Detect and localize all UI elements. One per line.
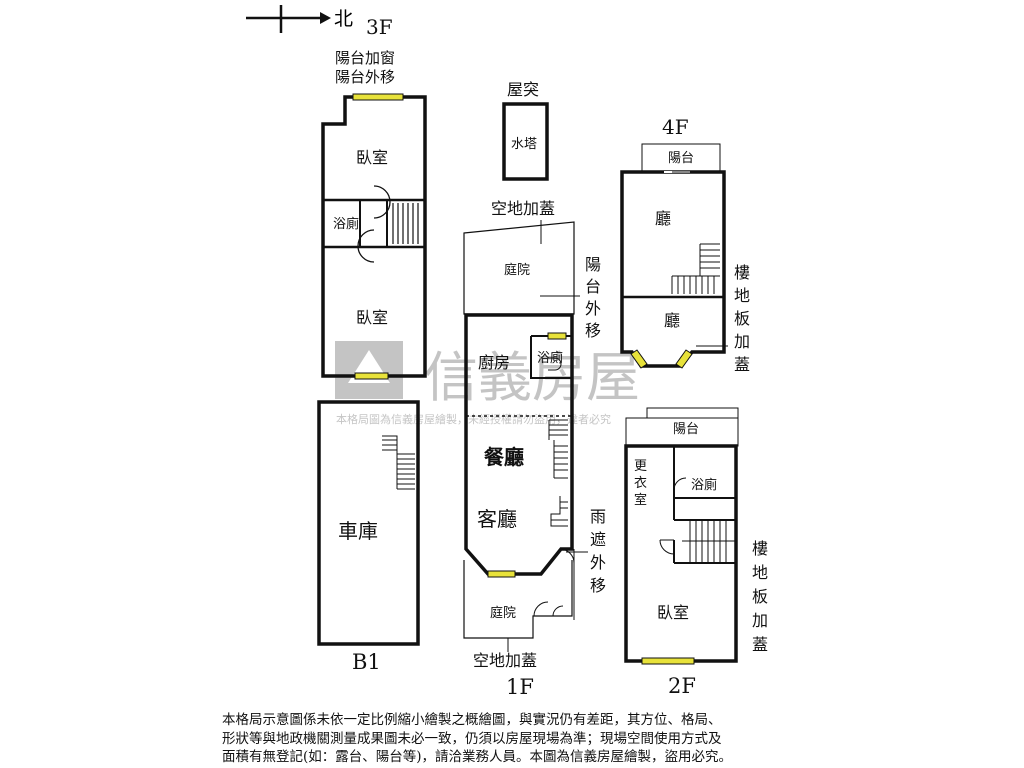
- note-floor-addition-2f: 樓 地 板 加 蓋: [752, 539, 768, 654]
- svg-text:遮: 遮: [590, 530, 606, 549]
- stair-3f: [392, 203, 419, 244]
- room-hall-4f-bottom: 廳: [664, 311, 680, 330]
- window: [675, 349, 693, 369]
- note-balcony-window: 陽台加窗: [335, 49, 395, 67]
- stair-b1: [382, 435, 415, 490]
- room-bath-1f: 浴廁: [537, 350, 563, 366]
- svg-text:板: 板: [734, 309, 750, 328]
- door-swing: [357, 229, 375, 263]
- floor-label-roof: 屋突: [507, 80, 539, 99]
- room-water-tower: 水塔: [511, 137, 537, 152]
- svg-text:陽: 陽: [585, 255, 601, 274]
- svg-text:室: 室: [634, 492, 647, 508]
- floor-label-4f: 4F: [662, 115, 689, 139]
- window: [547, 332, 567, 340]
- room-dining: 餐廳: [484, 445, 524, 469]
- svg-text:加: 加: [734, 332, 750, 351]
- compass: 北: [246, 5, 353, 33]
- window: [354, 372, 389, 380]
- window: [487, 570, 516, 578]
- svg-text:雨: 雨: [590, 507, 606, 526]
- stair-1f: [548, 419, 568, 527]
- svg-text:地: 地: [734, 286, 750, 305]
- floor-1f: 空地加蓋 庭院 陽 台 外 移 廚房 浴廁 餐廳 客廳: [463, 199, 606, 699]
- stair-4f: [671, 243, 720, 294]
- note-canopy-out: 雨 遮 外 移: [590, 507, 606, 595]
- svg-text:樓: 樓: [752, 539, 768, 558]
- floor-b1: 車庫 B1: [317, 400, 420, 674]
- room-bath-2f: 浴廁: [691, 477, 717, 493]
- floor-label-1f: 1F: [506, 675, 534, 699]
- room-living: 客廳: [477, 507, 517, 531]
- room-bedroom-3f-top: 臥室: [356, 148, 388, 167]
- door-swing: [373, 185, 391, 219]
- room-garage: 車庫: [338, 519, 378, 543]
- floor-label-2f: 2F: [668, 674, 696, 698]
- svg-text:更: 更: [634, 459, 647, 474]
- room-courtyard-bottom: 庭院: [490, 605, 516, 621]
- room-hall-4f-top: 廳: [655, 209, 671, 228]
- svg-text:外: 外: [590, 553, 606, 572]
- svg-text:外: 外: [585, 299, 601, 318]
- room-balcony-4f: 陽台: [668, 151, 694, 166]
- floor-2f: 陽台 更 衣 室 浴廁 臥室 樓 地 板 加 蓋 2F: [624, 407, 768, 698]
- note-balcony-move: 陽台外移: [335, 68, 395, 86]
- watermark-line: 本格局圖為信義房屋繪製，未經授權請勿盜用，違者必究: [336, 412, 611, 426]
- svg-text:蓋: 蓋: [734, 355, 750, 374]
- disclaimer-line: 面積有無登記(如：露台、陽台等)，請洽業務人員。本圖為信義房屋繪製，盜用必究。: [222, 749, 733, 765]
- note-top-addition: 空地加蓋: [491, 199, 555, 218]
- disclaimer-line: 本格局示意圖係未依一定比例縮小繪製之概繪圖，與實況仍有差距，其方位、格局、: [222, 712, 722, 728]
- note-balcony-out: 陽 台 外 移: [585, 255, 601, 340]
- room-bedroom-3f-bottom: 臥室: [356, 308, 388, 327]
- disclaimer-line: 形狀等與地政機關測量成果圖未必一致，仍須以房屋現場為準；現場空間使用方式及: [222, 730, 722, 747]
- north-label: 北: [334, 8, 353, 30]
- floor-4f: 4F 陽台 廳 廳 樓 地 板 加 蓋: [620, 115, 750, 374]
- north-arrow-icon: [320, 12, 331, 24]
- svg-text:衣: 衣: [634, 475, 647, 491]
- svg-text:加: 加: [752, 611, 768, 630]
- stair-2f: [682, 520, 736, 563]
- svg-text:台: 台: [585, 277, 601, 296]
- room-kitchen: 廚房: [478, 353, 510, 372]
- window: [352, 93, 404, 101]
- room-courtyard-top: 庭院: [504, 262, 530, 278]
- svg-text:移: 移: [590, 576, 606, 595]
- room-closet-2f: 更 衣 室: [634, 459, 647, 508]
- svg-text:樓: 樓: [734, 263, 750, 282]
- note-bottom-addition: 空地加蓋: [473, 651, 537, 670]
- disclaimer: 本格局示意圖係未依一定比例縮小繪製之概繪圖，與實況仍有差距，其方位、格局、 形狀…: [222, 711, 822, 767]
- room-bath-3f: 浴廁: [333, 216, 359, 232]
- svg-text:移: 移: [585, 321, 601, 340]
- svg-text:板: 板: [752, 587, 768, 606]
- svg-text:地: 地: [752, 563, 768, 582]
- room-balcony-2f: 陽台: [673, 422, 699, 437]
- window: [641, 657, 695, 665]
- floor-label-b1: B1: [352, 650, 381, 674]
- floor-roof: 屋突 水塔: [502, 80, 549, 181]
- note-floor-addition-4f: 樓 地 板 加 蓋: [734, 263, 750, 374]
- floor-label-3f: 3F: [366, 15, 393, 39]
- window: [630, 349, 648, 369]
- floor-3f: 3F 陽台加窗 陽台外移 臥室 浴廁 臥室: [321, 15, 427, 380]
- room-bedroom-2f: 臥室: [657, 603, 689, 622]
- svg-text:蓋: 蓋: [752, 635, 768, 654]
